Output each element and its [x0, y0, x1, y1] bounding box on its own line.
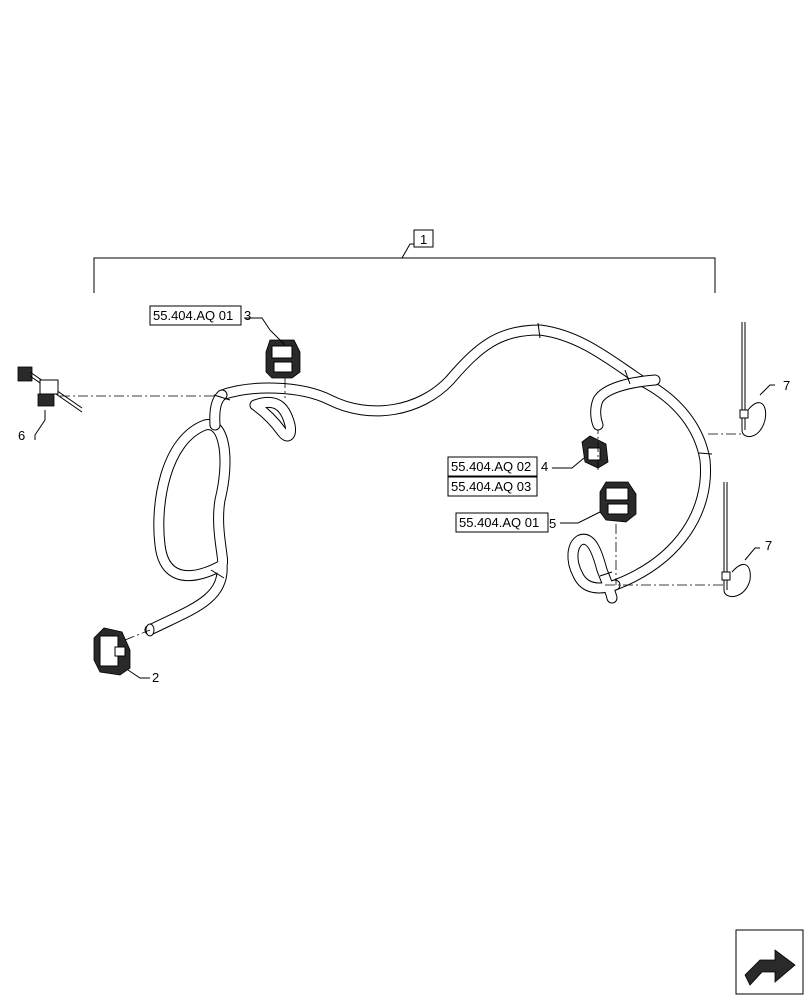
- clip-6[interactable]: 6: [17, 366, 215, 443]
- item-number-5: 5: [549, 516, 556, 531]
- ref-box-3[interactable]: [149, 305, 242, 326]
- ref-box-4b[interactable]: [447, 476, 538, 497]
- ref-4a[interactable]: 55.404.AQ 02: [451, 459, 531, 474]
- item-number-2: 2: [152, 670, 159, 685]
- connector-2[interactable]: 2: [93, 627, 159, 685]
- next-page-arrow-icon[interactable]: [735, 929, 804, 995]
- ref-box-5[interactable]: [455, 512, 549, 533]
- connector-3[interactable]: 55.404.AQ 01 3: [149, 305, 301, 379]
- item-number-7a: 7: [783, 378, 790, 393]
- item-number-4: 4: [541, 459, 548, 474]
- ref-5[interactable]: 55.404.AQ 01: [459, 515, 539, 530]
- item-number-7b: 7: [765, 538, 772, 553]
- ref-4b[interactable]: 55.404.AQ 03: [451, 479, 531, 494]
- cable-tie-7-bottom[interactable]: 7: [605, 482, 772, 598]
- assembly-callout-number: 1: [420, 232, 427, 247]
- item-number-3: 3: [244, 308, 251, 323]
- ref-box-4a[interactable]: [447, 456, 538, 477]
- wire-harness: [144, 322, 713, 637]
- assembly-callout-box: [413, 229, 434, 248]
- assembly-bracket: 1: [93, 229, 716, 293]
- connector-5[interactable]: 55.404.AQ 01 5: [455, 481, 637, 533]
- ref-3[interactable]: 55.404.AQ 01: [153, 308, 233, 323]
- connector-4[interactable]: 55.404.AQ 02 55.404.AQ 03 4: [447, 435, 609, 497]
- cable-tie-7-top[interactable]: 7: [708, 322, 790, 438]
- item-number-6: 6: [18, 428, 25, 443]
